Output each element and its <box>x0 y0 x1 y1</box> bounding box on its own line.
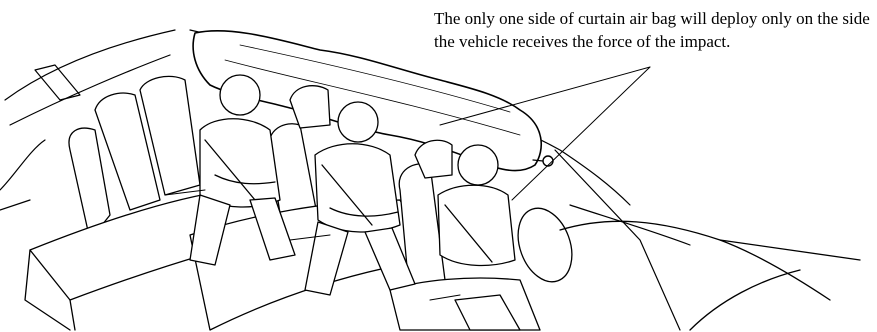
airbag-anchor <box>543 156 553 166</box>
callout-text: The only one side of curtain air bag wil… <box>434 7 874 53</box>
steering-wheel <box>509 201 860 330</box>
